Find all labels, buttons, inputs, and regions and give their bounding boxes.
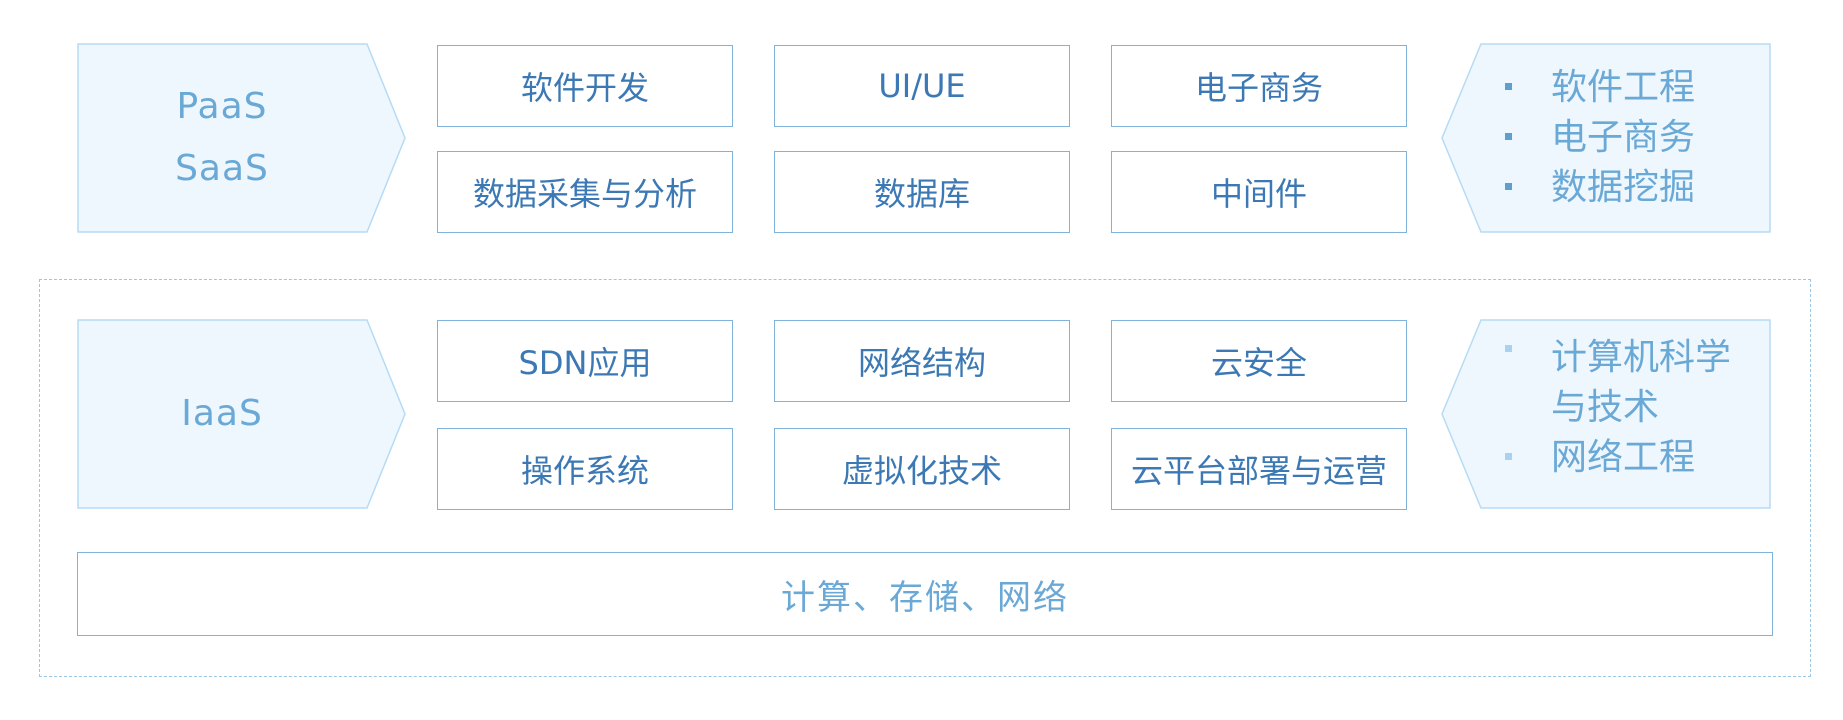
infrastructure-base-bar: 计算、存储、网络: [77, 552, 1773, 636]
iaas-box-os: 操作系统: [437, 428, 733, 510]
paas-box-ecommerce: 电子商务: [1111, 45, 1407, 127]
paas-major-label: 电子商务: [1551, 117, 1696, 158]
paas-label: PaaS: [176, 86, 268, 127]
bullet-icon: [1505, 453, 1512, 460]
paas-box-software-dev: 软件开发: [437, 45, 733, 127]
pentagon-arrow-shape: [77, 43, 406, 233]
iaas-label: IaaS: [181, 393, 263, 434]
paas-majors-block: 软件工程 电子商务 数据挖掘: [1441, 43, 1771, 233]
pointed-block-shape: [1441, 43, 1771, 233]
paas-box-middleware: 中间件: [1111, 151, 1407, 233]
paas-major-item: 软件工程: [1503, 63, 1765, 113]
iaas-box-sdn: SDN应用: [437, 320, 733, 402]
iaas-major-item: 计算机科学与技术: [1503, 333, 1751, 433]
paas-major-label: 数据挖掘: [1551, 167, 1696, 208]
saas-label: SaaS: [175, 148, 269, 189]
paas-major-item: 数据挖掘: [1503, 163, 1765, 213]
iaas-major-label: 计算机科学与技术: [1551, 337, 1732, 428]
bullet-icon: [1505, 345, 1512, 352]
iaas-major-label: 网络工程: [1551, 437, 1696, 478]
iaas-box-network-structure: 网络结构: [774, 320, 1070, 402]
iaas-box-virtualization: 虚拟化技术: [774, 428, 1070, 510]
iaas-box-cloud-deploy-ops: 云平台部署与运营: [1111, 428, 1407, 510]
pointed-block-shape: [1441, 319, 1771, 509]
iaas-major-item: 网络工程: [1503, 433, 1765, 483]
bullet-icon: [1505, 183, 1512, 190]
paas-box-ui-ue: UI/UE: [774, 45, 1070, 127]
paas-major-item: 电子商务: [1503, 113, 1765, 163]
paas-box-database: 数据库: [774, 151, 1070, 233]
pentagon-arrow-shape: [77, 319, 406, 509]
bullet-icon: [1505, 133, 1512, 140]
paas-saas-label-block: PaaS SaaS: [77, 43, 407, 233]
bullet-icon: [1505, 83, 1512, 90]
paas-major-label: 软件工程: [1551, 67, 1696, 108]
paas-box-data-collection: 数据采集与分析: [437, 151, 733, 233]
iaas-box-cloud-security: 云安全: [1111, 320, 1407, 402]
iaas-dashed-container: [39, 279, 1811, 677]
iaas-label-block: IaaS: [77, 319, 407, 509]
iaas-majors-block: 计算机科学与技术 网络工程: [1441, 319, 1771, 509]
